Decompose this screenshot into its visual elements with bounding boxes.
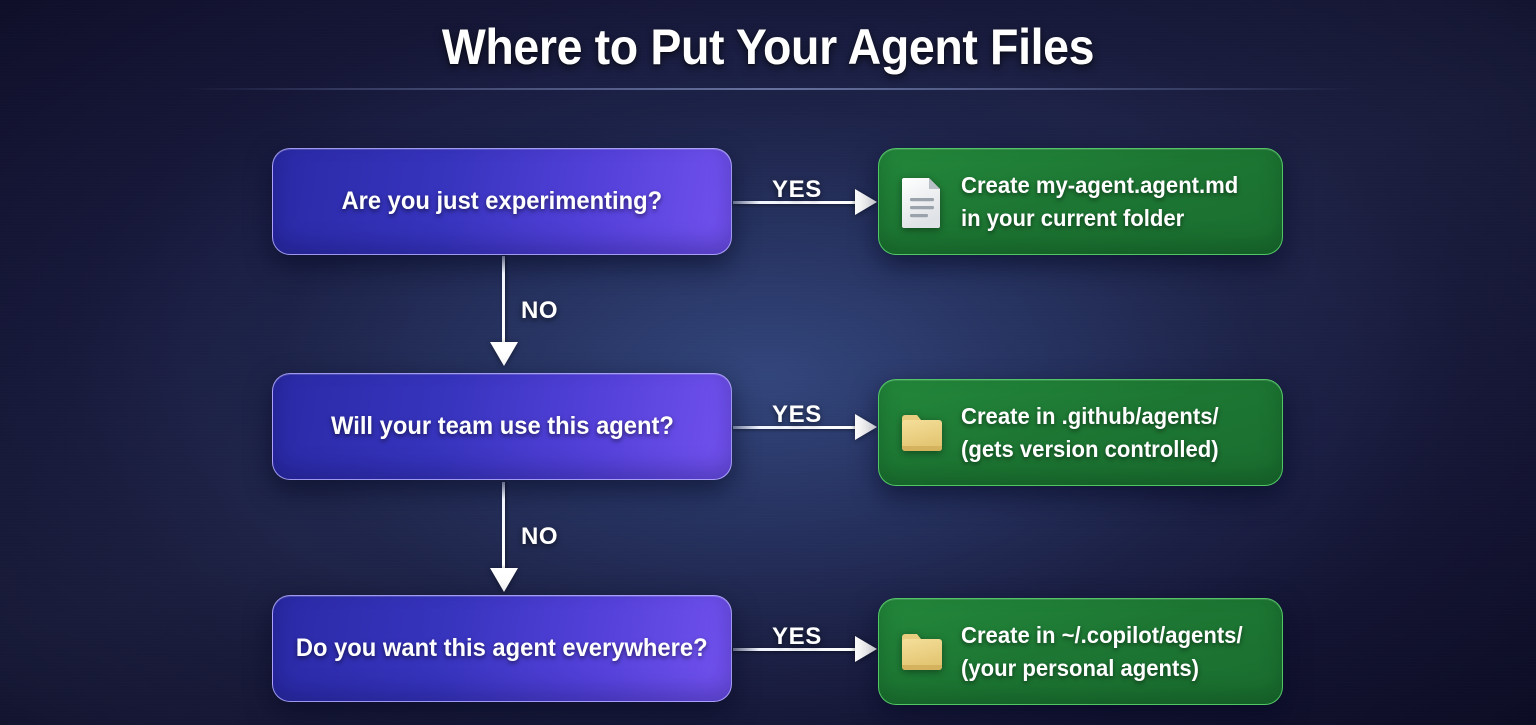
action-line-2: in your current folder	[961, 205, 1185, 231]
action-box-current-folder[interactable]: Create my-agent.agent.md in your current…	[878, 148, 1283, 255]
action-text: Create in .github/agents/ (gets version …	[961, 401, 1219, 465]
arrow-head	[855, 414, 877, 440]
arrow-head	[855, 636, 877, 662]
arrow-shaft	[733, 426, 855, 429]
arrow-shaft	[502, 256, 505, 344]
action-line-1: Create in .github/agents/	[961, 402, 1219, 429]
action-line-2: (your personal agents)	[961, 655, 1200, 681]
arrow-shaft	[733, 648, 855, 651]
yes-label-2: YES	[772, 401, 822, 428]
action-box-copilot-agents[interactable]: Create in ~/.copilot/agents/ (your perso…	[878, 598, 1283, 705]
decision-box-team-use[interactable]: Will your team use this agent?	[272, 373, 732, 480]
action-text: Create in ~/.copilot/agents/ (your perso…	[961, 620, 1243, 684]
arrow-head	[490, 342, 518, 366]
no-arrow-2	[484, 482, 524, 592]
title-divider	[180, 88, 1360, 90]
arrow-shaft	[502, 482, 505, 570]
decision-box-everywhere[interactable]: Do you want this agent everywhere?	[272, 595, 732, 702]
yes-label-3: YES	[772, 623, 822, 650]
action-line-1: Create in ~/.copilot/agents/	[961, 621, 1243, 648]
yes-arrow-1	[733, 176, 879, 228]
action-line-1: Create my-agent.agent.md	[961, 171, 1239, 198]
folder-icon	[902, 414, 942, 451]
yes-label-1: YES	[772, 176, 822, 203]
action-line-2: (gets version controlled)	[961, 436, 1219, 462]
arrow-shaft	[733, 201, 855, 204]
action-text: Create my-agent.agent.md in your current…	[961, 170, 1238, 234]
arrow-head	[855, 189, 877, 215]
decision-label: Do you want this agent everywhere?	[296, 634, 708, 662]
yes-arrow-3	[733, 623, 879, 675]
no-label-2: NO	[521, 523, 559, 550]
decision-box-experimenting[interactable]: Are you just experimenting?	[272, 148, 732, 255]
no-arrow-1	[484, 256, 524, 366]
yes-arrow-2	[733, 401, 879, 453]
arrow-head	[490, 568, 518, 592]
folder-icon	[902, 633, 942, 670]
action-box-github-agents[interactable]: Create in .github/agents/ (gets version …	[878, 379, 1283, 486]
decision-label: Will your team use this agent?	[330, 412, 674, 440]
no-label-1: NO	[521, 297, 559, 324]
document-icon	[902, 177, 940, 228]
page-title: Where to Put Your Agent Files	[441, 19, 1095, 75]
decision-label: Are you just experimenting?	[341, 187, 663, 215]
